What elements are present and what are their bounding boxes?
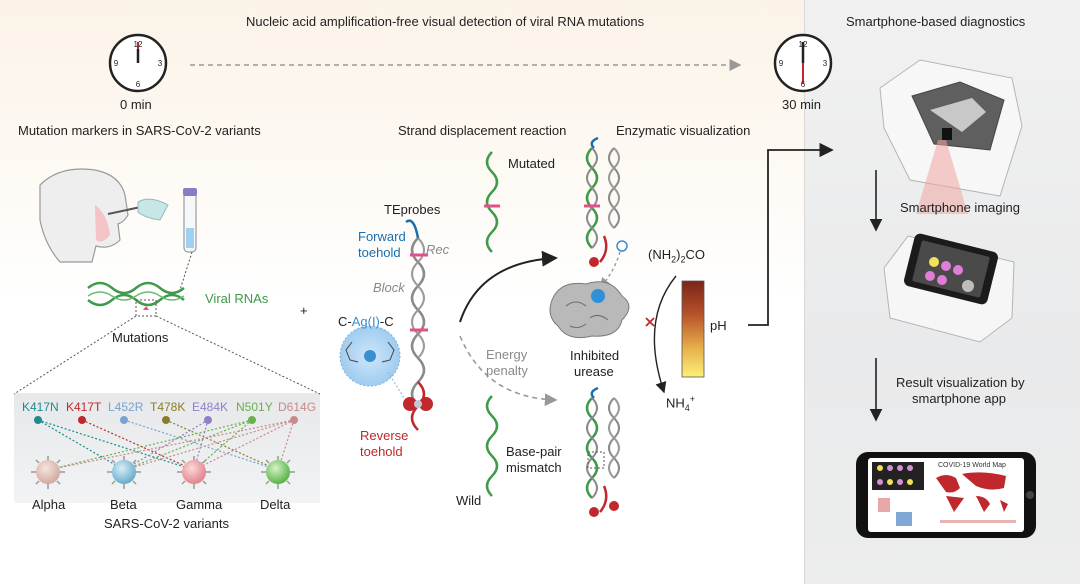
urea-part: CO	[685, 247, 705, 262]
urea-part: )	[676, 247, 681, 262]
clock-start-icon: 12 3 6 9	[108, 33, 168, 93]
teprobe-helix	[405, 219, 428, 431]
imaging-box-icon	[879, 59, 1023, 214]
mutation-label: K417N	[22, 400, 59, 414]
mutation-dots	[34, 416, 298, 424]
base-pair-mismatch-line1: Base-pair	[506, 444, 562, 459]
mutation-label: E484K	[192, 400, 229, 414]
svg-text:9: 9	[114, 59, 119, 68]
virus-gamma-icon	[177, 456, 211, 489]
section-smartphone-diagnostics: Smartphone-based diagnostics	[846, 14, 1026, 29]
ph-label: pH	[710, 318, 727, 333]
viral-rna-strands	[87, 281, 185, 307]
plus-sign: +	[300, 303, 308, 318]
forward-toehold-line2: toehold	[358, 245, 401, 260]
inhibited-urease-line2: urease	[574, 364, 614, 379]
variant-label-beta: Beta	[110, 497, 137, 512]
urease-enzyme-icon	[549, 281, 630, 339]
inhibition-mark-icon	[645, 317, 655, 327]
figure-title: Nucleic acid amplification-free visual d…	[246, 14, 645, 29]
urea-part: (NH	[648, 247, 672, 262]
energy-penalty-line1: Energy	[486, 347, 528, 362]
mutated-target-strand	[485, 151, 499, 253]
svg-text:9: 9	[779, 59, 784, 68]
section-mutation-markers: Mutation markers in SARS-CoV-2 variants	[18, 123, 261, 138]
section-strand-displacement: Strand displacement reaction	[398, 123, 567, 138]
mutation-label: L452R	[108, 400, 144, 414]
silver-mediated-pair-label: C-Ag(I)-C	[338, 314, 394, 329]
section-enzymatic-visualization: Enzymatic visualization	[616, 123, 751, 138]
to-smartphone-arrow	[748, 142, 834, 326]
svg-text:3: 3	[158, 59, 163, 68]
forward-toehold-label: Forward	[358, 229, 406, 244]
wild-target-strand	[485, 395, 499, 497]
variants-caption: SARS-CoV-2 variants	[104, 516, 229, 531]
smartphone-imaging-label: Smartphone imaging	[900, 200, 1020, 215]
mutations-label: Mutations	[112, 330, 169, 345]
result-phone-icon	[856, 452, 1036, 538]
virus-delta-icon	[261, 456, 295, 489]
mutated-arrow	[459, 250, 558, 323]
mutation-label: D614G	[278, 400, 317, 414]
variant-label-alpha: Alpha	[32, 497, 66, 512]
viral-rnas-label: Viral RNAs	[205, 291, 269, 306]
urea-hydrolysis-arrow	[653, 275, 677, 394]
svg-text:6: 6	[136, 80, 141, 89]
inhibited-urease-line1: Inhibited	[570, 348, 620, 363]
svg-text:3: 3	[823, 59, 828, 68]
variant-label-gamma: Gamma	[176, 497, 223, 512]
result-visualization-line1: Result visualization by	[896, 375, 1025, 390]
silver-label: Ag(I)	[351, 314, 380, 329]
silver-complex-inset	[339, 325, 405, 399]
forward-toehold-line1: Forward	[358, 229, 406, 244]
base-pair-mismatch-line2: mismatch	[506, 460, 562, 475]
c-suffix: -C	[379, 314, 394, 329]
nh-part: NH	[666, 395, 685, 411]
ammonium-formula: NH4+	[666, 392, 695, 416]
variant-panel	[14, 393, 320, 503]
nh-sup: +	[689, 394, 696, 404]
energy-penalty-line2: penalty	[486, 363, 528, 378]
c-prefix: C-	[338, 314, 352, 329]
virus-beta-icon	[107, 456, 141, 489]
nasal-swab-illustration	[39, 168, 197, 263]
end-time-label: 30 min	[782, 97, 822, 112]
reverse-toehold-line1: Reverse	[360, 428, 409, 443]
variant-label-delta: Delta	[260, 497, 291, 512]
nh-sub: 4	[684, 402, 690, 413]
mutation-label: K417T	[66, 400, 102, 414]
urea-sub: 2	[680, 254, 686, 265]
mutated-label: Mutated	[508, 156, 555, 171]
start-time-label: 0 min	[120, 97, 152, 112]
mutation-label: N501Y	[236, 400, 273, 414]
mutation-label: T478K	[150, 400, 186, 414]
svg-text:12: 12	[799, 40, 808, 49]
result-visualization-line2: smartphone app	[912, 391, 1006, 406]
svg-text:12: 12	[134, 40, 143, 49]
mutation-variant-links	[37, 419, 295, 471]
svg-text:6: 6	[801, 80, 806, 89]
virus-alpha-icon	[31, 456, 65, 489]
teprobes-label: TEprobes	[384, 202, 441, 217]
wild-duplex	[585, 386, 620, 513]
urea-formula: (NH2)2CO	[648, 247, 705, 268]
reverse-toehold-line2: toehold	[360, 444, 403, 459]
wild-label: Wild	[456, 493, 482, 508]
ph-color-bar	[681, 280, 705, 378]
phone-imaging-icon	[883, 233, 1015, 343]
urea-sub: 2	[671, 254, 677, 265]
app-map-title: COVID-19 World Map	[938, 462, 1006, 469]
mutated-duplex	[584, 136, 620, 263]
rec-label: Rec	[426, 242, 450, 257]
clock-end-icon: 12 3 6 9	[773, 33, 833, 93]
block-label: Block	[373, 280, 405, 295]
